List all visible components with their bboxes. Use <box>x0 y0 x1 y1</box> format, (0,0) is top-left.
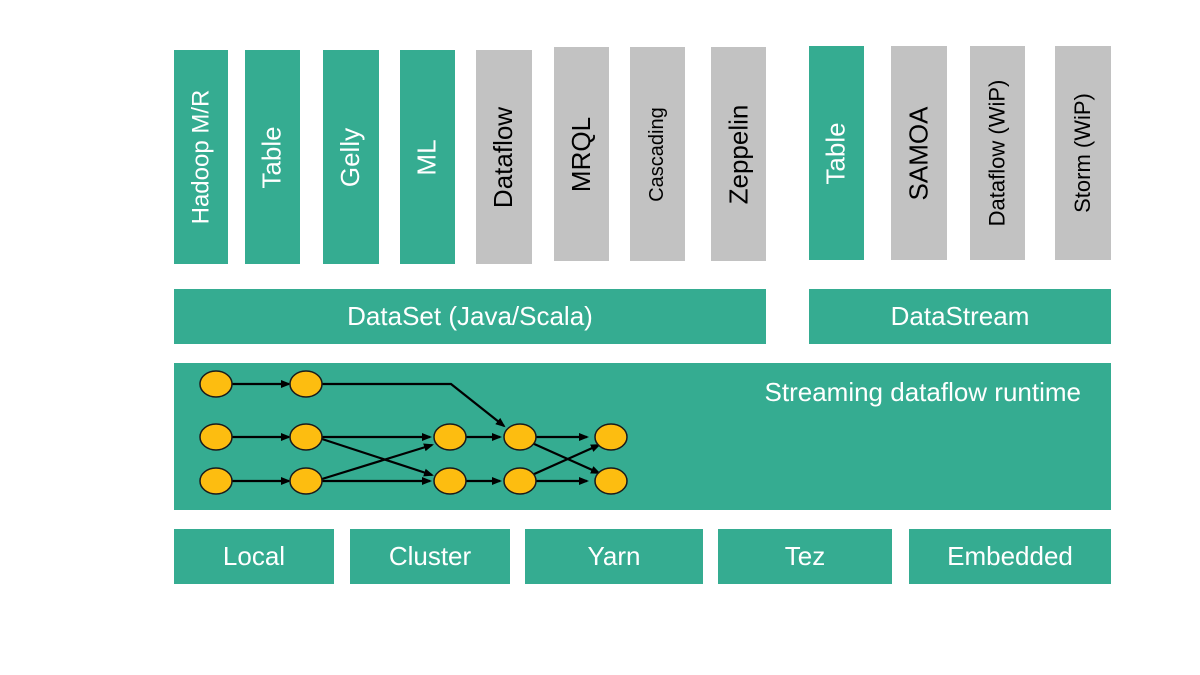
library-table-dataset: Table <box>245 50 300 264</box>
library-samoa: SAMOA <box>891 46 947 260</box>
deploy-label: Tez <box>784 541 826 571</box>
deploy-label: Cluster <box>388 541 472 571</box>
dataflow-node <box>503 467 537 495</box>
library-label: Dataflow (WiP) <box>984 79 1010 227</box>
library-table-datastream: Table <box>809 46 864 260</box>
dataflow-edge <box>321 437 434 477</box>
library-gelly: Gelly <box>323 50 379 264</box>
dataflow-node <box>433 467 467 495</box>
dataflow-node <box>503 423 537 451</box>
deploy-embedded: Embedded <box>909 529 1111 584</box>
library-label: ML <box>412 138 442 176</box>
dataflow-node <box>199 370 233 398</box>
deploy-tez: Tez <box>718 529 892 584</box>
library-label: Table <box>821 121 851 185</box>
dataflow-node <box>199 423 233 451</box>
dataflow-graph <box>199 370 628 495</box>
dataflow-edge <box>321 443 434 481</box>
library-dataflow-wip: Dataflow (WiP) <box>970 46 1025 260</box>
deploy-local: Local <box>174 529 334 584</box>
deploy-cluster: Cluster <box>350 529 510 584</box>
library-zeppelin: Zeppelin <box>711 47 766 261</box>
runtime-layer: Streaming dataflow runtime <box>174 363 1111 510</box>
dataflow-node <box>199 467 233 495</box>
api-datastream-bar: DataStream <box>809 289 1111 344</box>
deploy-label: Yarn <box>587 541 641 571</box>
dataflow-node <box>289 370 323 398</box>
library-mrql: MRQL <box>554 47 609 261</box>
library-label: Table <box>257 125 287 189</box>
library-label: Cascading <box>646 106 669 202</box>
library-label: Storm (WiP) <box>1070 93 1096 213</box>
deploy-label: Embedded <box>947 541 1073 571</box>
library-ml: ML <box>400 50 455 264</box>
dataflow-edge <box>531 441 601 475</box>
api-datastream-label: DataStream <box>890 301 1030 331</box>
deploy-yarn: Yarn <box>525 529 703 584</box>
library-label: Gelly <box>335 127 366 187</box>
dataflow-node <box>289 423 323 451</box>
library-storm-wip: Storm (WiP) <box>1055 46 1111 260</box>
deploy-label: Local <box>222 541 286 571</box>
runtime-title: Streaming dataflow runtime <box>764 377 1081 407</box>
dataflow-edge <box>531 443 601 477</box>
library-label: Zeppelin <box>723 104 754 204</box>
library-label: MRQL <box>566 116 596 192</box>
library-label: Hadoop M/R <box>187 89 215 225</box>
dataflow-node <box>289 467 323 495</box>
library-hadoop-mr: Hadoop M/R <box>174 50 228 264</box>
api-dataset-bar: DataSet (Java/Scala) <box>174 289 766 344</box>
dataflow-node <box>594 467 628 495</box>
library-dataflow: Dataflow <box>476 50 532 264</box>
library-label: SAMOA <box>903 106 934 200</box>
api-dataset-label: DataSet (Java/Scala) <box>347 301 593 331</box>
dataflow-edge <box>322 382 506 428</box>
dataflow-node <box>594 423 628 451</box>
library-cascading: Cascading <box>630 47 685 261</box>
dataflow-node <box>433 423 467 451</box>
library-label: Dataflow <box>488 106 519 208</box>
